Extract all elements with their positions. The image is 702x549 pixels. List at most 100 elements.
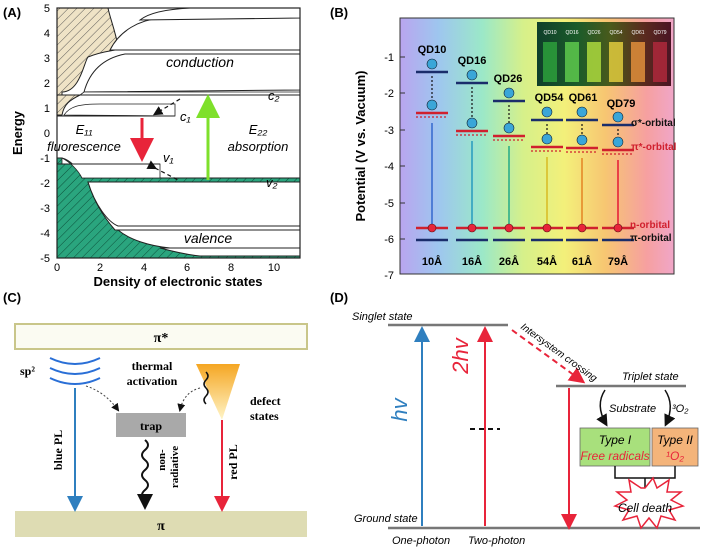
thermal-label: thermal [132,359,173,373]
size-61: 61Å [572,255,592,268]
size-26: 26Å [499,255,519,268]
xtick-4: 4 [141,262,147,274]
b-ytick-1: -1 [384,52,394,64]
pi-star-label: π* [154,331,169,346]
qd-energy-levels [416,58,634,242]
conduction-subband-2 [109,17,301,51]
type1-label: Type I [599,433,632,447]
one-photon-label: One-photon [392,535,450,547]
b-ytick-6: -6 [384,234,394,246]
ytick-m4: -4 [40,228,50,240]
xtick-8: 8 [228,262,234,274]
panel-b-yticks: -1 -2 -3 -4 -5 -6 -7 [384,52,394,282]
panel-d: (D) Singlet state Ground state Triplet s… [330,290,700,547]
qd26-label: QD26 [494,73,523,85]
conduction-subband-top [138,7,301,21]
panel-a-xlabel: Density of electronic states [93,274,262,289]
qd79-hole [613,223,623,233]
sp2-arcs [49,357,101,385]
o2-label: ³O₂ [672,403,689,415]
o2-arrow [664,389,676,427]
conduction-label: conduction [166,54,234,70]
qd61-hole [577,223,587,233]
ytick-2: 2 [44,78,50,90]
substrate-label: Substrate [609,403,656,415]
qd10-hole [427,223,437,233]
blue-pl-label: blue PL [51,430,65,470]
radiative-label: radiative [169,446,181,488]
qd10-label: QD10 [418,44,447,56]
twohv-label: 2hv [448,336,473,374]
inset-label-qd79: QD79 [653,30,666,36]
qd26-electron-pistar [503,122,515,134]
pi-star-orbital-label: π*-orbital [631,142,677,153]
isc-label: Intersystem crossing [518,322,599,385]
valence-subband-1 [87,181,301,227]
panel-c: (C) π* π sp² thermal activation defect s… [3,290,308,537]
qd10-electron-top [426,58,438,70]
e11-sub-label: fluorescence [47,139,121,154]
thermal-arrow-left [85,385,120,412]
singlet-state-label: Singlet state [352,311,413,323]
b-ytick-7: -7 [384,270,394,282]
panel-a-xticks: 0 2 4 6 8 10 [54,262,280,274]
panel-b-frame [399,17,675,275]
inset-label-qd16: QD16 [565,30,578,36]
type2-sub-label: ¹O₂ [666,449,684,463]
qd79-electron-pistar [612,136,624,148]
qd79-label: QD79 [607,98,636,110]
qd-inset-labels: QD10 QD16 QD26 QD54 QD61 QD79 [543,30,666,36]
qd54-electron-pistar [541,133,553,145]
panel-b-label: (B) [330,5,348,20]
qd26-electron-top [503,87,515,99]
states-label: states [250,409,279,423]
v1-subband [61,157,161,179]
qd-inset-vials [543,42,667,82]
panel-c-label: (C) [3,290,21,305]
n-orbital-label: n-orbital [630,220,670,231]
panel-b-tickmarks [400,56,405,240]
panel-b: (B) Potential (V vs. Vacuum) -1 -2 -3 -4… [330,5,677,282]
c1-label: c₁ [180,109,191,124]
ytick-3: 3 [44,53,50,65]
sigma-orbital-label: σ*-orbital [631,118,676,129]
ytick-m3: -3 [40,203,50,215]
ytick-m5: -5 [40,253,50,265]
type2-label: Type II [657,433,693,447]
xtick-0: 0 [54,262,60,274]
ytick-0: 0 [44,128,50,140]
c2-label: c₂ [268,88,280,103]
cell-death-burst [612,476,686,530]
inset-label-qd61: QD61 [631,30,644,36]
e11-label: E₁₁ [76,122,93,137]
e22-sub-label: absorption [228,139,289,154]
hv-label: hv [387,396,412,421]
orbital-labels: σ*-orbital π*-orbital n-orbital π-orbita… [630,118,677,244]
xtick-10: 10 [268,262,280,274]
xtick-6: 6 [184,262,190,274]
b-ytick-5: -5 [384,198,394,210]
trap-label: trap [140,419,162,433]
size-54: 54Å [537,255,557,268]
b-ytick-3: -3 [384,125,394,137]
qd61-electron-top [576,106,588,118]
qd16-hole [467,223,477,233]
qd-size-labels: 10Å 16Å 26Å 54Å 61Å 79Å [422,255,628,268]
panel-d-label: (D) [330,290,348,305]
defect-relax-squiggle [203,371,209,405]
panel-a: (A) 5 4 3 2 1 0 -1 -2 -3 [3,3,301,289]
v2-label: v₂ [266,175,278,190]
ytick-5: 5 [44,3,50,15]
conduction-subband-1 [83,53,301,93]
valence-subband-3 [159,247,301,257]
non-label: non- [156,449,168,471]
size-10: 10Å [422,255,442,268]
pi-orbital-label: π-orbital [630,233,672,244]
e22-label: E₂₂ [249,122,268,137]
cell-death-label: Cell death [618,501,672,515]
conduction-band-fill [56,7,301,96]
b-ytick-4: -4 [384,161,394,173]
panel-b-ylabel: Potential (V vs. Vacuum) [353,71,368,222]
pi-star-band [14,323,308,350]
ytick-m2: -2 [40,178,50,190]
